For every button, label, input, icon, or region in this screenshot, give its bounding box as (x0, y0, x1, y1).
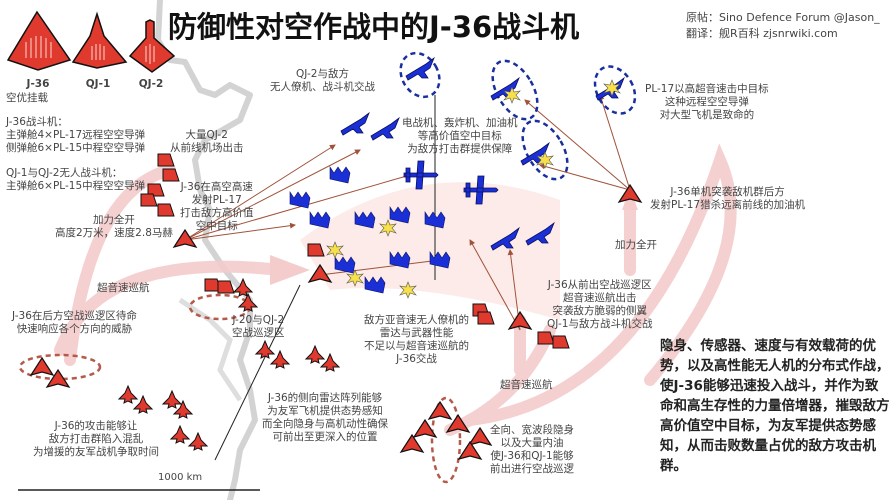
note-line: J-36单机突袭敌机群后方 (670, 186, 785, 198)
note-line: 为敌方打击群提供保障 (407, 143, 513, 155)
note-line: J-36交战 (396, 353, 437, 365)
note-line: 可前出至更深入的位置 (272, 431, 378, 443)
note-line: 等高价值空中目标 (417, 130, 502, 142)
note-line: J-36的侧向雷达阵列能够 (267, 392, 383, 404)
loadout-j36-title: J-36战斗机： (6, 116, 68, 128)
note-line: 为友军飞机提供态势感知 (267, 405, 383, 417)
loadout-qj-line1: 主弹舱6×PL-15中程空空导弹 (6, 180, 146, 192)
credits-source: 原帖：Sino Defence Forum @Jason_ (686, 11, 880, 24)
note-line: J-20与QJ-2 (232, 314, 285, 326)
note-j36-tanker-raid: J-36单机突袭敌机群后方 发射PL-17猎杀远离前线的加油机 (650, 186, 805, 212)
note-line: 敌方打击群陷入混乱 (48, 433, 144, 445)
note-line: 而全向隐身与高机动性确保 (262, 418, 388, 430)
note-line: 快速响应各个方向的威胁 (16, 323, 133, 335)
note-line: 空中目标 (195, 220, 238, 232)
note-hva-targets: 电战机、轰炸机、加油机 等高价值空中目标 为敌方打击群提供保障 (402, 117, 518, 156)
note-line: 为增援的友军战机争取时间 (33, 446, 159, 458)
note-line: J-36在后方空战巡逻区待命 (12, 310, 137, 322)
qj1-silhouette-icon (71, 11, 128, 69)
note-qj2-sortie: 大量QJ-2 从前线机场出击 (170, 129, 244, 155)
note-line: 高度2万米，速度2.8马赫 (55, 227, 173, 239)
note-line: 以及大量内油 (500, 437, 564, 449)
note-stealth-fuel: 全向、宽波段隐身 以及大量内油 使J-36和QJ-1能够 前出进行空战巡逻 (490, 424, 574, 476)
note-afterburner-high: 加力全开 高度2万米，速度2.8马赫 (55, 214, 173, 240)
note-line: 加力全开 (92, 214, 135, 226)
loadout-j36-line1: 主弹舱4×PL-17远程空空导弹 (6, 129, 146, 141)
note-line: QJ-1与敌方战斗机交战 (547, 318, 653, 330)
note-line: 发射PL-17猎杀远离前线的加油机 (650, 199, 806, 211)
note-line: PL-17以高超音速击中目标 (645, 83, 769, 95)
note-line: 超音速巡航出击 (562, 292, 637, 304)
scale-label: 1000 km (158, 472, 203, 483)
note-line: QJ-2与敌方 (296, 68, 349, 80)
note-line: 打击敌方高价值 (180, 207, 254, 219)
note-line: J-36的攻击能够让 (54, 420, 138, 432)
qj2-silhouette-icon (128, 19, 176, 73)
note-line: 无人僚机、战斗机交战 (270, 81, 375, 93)
note-line: 雷达与武器性能 (379, 327, 454, 339)
credits: 原帖：Sino Defence Forum @Jason_ 翻译：舰R百科 zj… (686, 10, 880, 42)
note-line: 空战巡逻区 (232, 327, 285, 339)
note-line: 不足以与超音速巡航的 (364, 340, 469, 352)
note-line: 全向、宽波段隐身 (490, 424, 574, 436)
legend-j36-label: J-36 (26, 78, 50, 90)
note-line: 发射PL-17 (191, 194, 242, 206)
note-line: 这种远程空空导弹 (664, 96, 749, 108)
note-j36-highspeed: J-36在高空高速 发射PL-17 打击敌方高价值 空中目标 (180, 181, 254, 233)
note-line: 对大型飞机是致命的 (659, 109, 755, 121)
note-line: J-36从前出空战巡逻区 (547, 279, 652, 291)
note-supercruise-left: 超音速巡航 (97, 282, 150, 294)
note-supercruise-bottom: 超音速巡航 (500, 379, 553, 391)
note-enemy-drones: 敌方亚音速无人僚机的 雷达与武器性能 不足以与超音速巡航的 J-36交战 (364, 314, 469, 366)
credits-translation: 翻译：舰R百科 zjsnrwiki.com (686, 27, 838, 40)
note-j20-qj2-cap: J-20与QJ-2 空战巡逻区 (232, 314, 285, 340)
note-line: J-36在高空高速 (180, 181, 253, 193)
loadout-qj: QJ-1与QJ-2无人战斗机： 主弹舱6×PL-15中程空空导弹 (6, 167, 145, 193)
legend-qj1-label: QJ-1 (85, 78, 111, 90)
loadout-j36-line2: 侧弹舱6×PL-15中程空空导弹 (6, 142, 146, 154)
note-afterburner-right: 加力全开 (615, 239, 657, 251)
note-j36-confusion: J-36的攻击能够让 敌方打击群陷入混乱 为增援的友军战机争取时间 (33, 420, 159, 459)
legend-j36-sub: 空优挂载 (6, 92, 48, 104)
note-line: 敌方亚音速无人僚机的 (364, 314, 469, 326)
loadout-j36: J-36战斗机： 主弹舱4×PL-17远程空空导弹 侧弹舱6×PL-15中程空空… (6, 116, 145, 155)
note-j36-forward-cap: J-36从前出空战巡逻区 超音速巡航出击 突袭敌方脆弱的侧翼 QJ-1与敌方战斗… (547, 279, 652, 331)
note-qj2-engage: QJ-2与敌方 无人僚机、战斗机交战 (270, 68, 375, 94)
legend-qj2-label: QJ-2 (138, 78, 164, 90)
note-line: 使J-36和QJ-1能够 (490, 450, 574, 462)
summary-text: 隐身、传感器、速度与有效载荷的优势，以及高性能无人机的分布式作战，使J-36能够… (660, 338, 889, 474)
note-pl17-hit: PL-17以高超音速击中目标 这种远程空空导弹 对大型飞机是致命的 (645, 83, 769, 122)
j36-silhouette-icon (6, 10, 72, 71)
loadout-qj-title: QJ-1与QJ-2无人战斗机： (6, 167, 123, 179)
note-line: 电战机、轰炸机、加油机 (402, 117, 518, 129)
note-line: 前出进行空战巡逻 (490, 463, 574, 475)
page-title: 防御性对空作战中的J-36战斗机 (168, 10, 580, 44)
note-line: 突袭敌方脆弱的侧翼 (552, 305, 647, 317)
note-line: 从前线机场出击 (170, 142, 244, 154)
note-line: 大量QJ-2 (185, 129, 228, 141)
note-j36-rear-cap: J-36在后方空战巡逻区待命 快速响应各个方向的威胁 (12, 310, 137, 336)
note-j36-side-radar: J-36的侧向雷达阵列能够 为友军飞机提供态势感知 而全向隐身与高机动性确保 可… (262, 392, 388, 444)
